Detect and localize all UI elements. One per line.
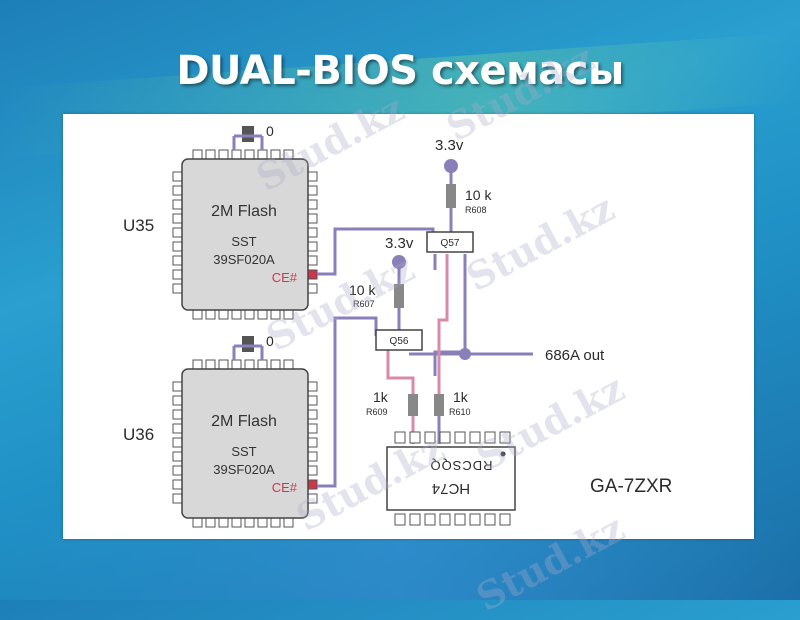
resistor-ref: R609 xyxy=(366,407,388,417)
chip-ce-label: CE# xyxy=(272,270,298,285)
chip-part: 39SF020A xyxy=(213,252,275,267)
supply-label: 3.3v xyxy=(435,137,464,154)
output-label: 686A out xyxy=(545,347,605,364)
chip-name: 2M Flash xyxy=(211,203,277,220)
chip-u36: 0 2M Flash SST 39SF020A CE# U36 xyxy=(123,333,318,528)
resistor-ref: R608 xyxy=(465,205,487,215)
chip-ref-u35: U35 xyxy=(123,216,154,235)
resistor-r608 xyxy=(446,184,456,208)
transistor-ref: Q56 xyxy=(390,336,409,347)
resistor-ref: R607 xyxy=(353,299,375,309)
transistor-q56 xyxy=(375,329,423,351)
logic-ic-pins: RDCSQQ xyxy=(429,458,492,473)
supply-node xyxy=(444,159,458,173)
chip-name: 2M Flash xyxy=(211,413,277,430)
resistor-value: 1k xyxy=(373,389,389,405)
logic-ic-hc74: HC74 RDCSQQ xyxy=(386,431,516,526)
resistor-value: 1k xyxy=(453,389,469,405)
chip-pin-top-label: 0 xyxy=(266,123,274,139)
resistor-value: 10 k xyxy=(349,282,376,298)
resistor-ref: R610 xyxy=(449,407,471,417)
ce-pin-u36 xyxy=(307,479,318,490)
resistor-r609 xyxy=(408,394,418,416)
transistor-q57 xyxy=(426,231,474,253)
junction-dot xyxy=(459,348,471,360)
ce-pin-u35 xyxy=(307,269,318,280)
resistor-r607 xyxy=(394,284,404,308)
board-label: GA-7ZXR xyxy=(590,476,672,497)
supply-label: 3.3v xyxy=(385,235,414,252)
chip-ref-u36: U36 xyxy=(123,425,154,444)
slide-title: DUAL-BIOS схемасы xyxy=(176,48,624,94)
supply-node xyxy=(392,255,406,269)
schematic-panel: 0 2M Flash SST 39SF020A CE# U35 0 2M F xyxy=(63,114,754,539)
chip-maker: SST xyxy=(231,234,256,249)
chip-pin-top-label: 0 xyxy=(266,333,274,349)
chip-ce-label: CE# xyxy=(272,480,298,495)
chip-maker: SST xyxy=(231,444,256,459)
chip-u35: 0 2M Flash SST 39SF020A CE# U35 xyxy=(123,123,318,320)
transistor-ref: Q57 xyxy=(441,238,460,249)
resistor-value: 10 k xyxy=(465,187,492,203)
schematic-svg: 0 2M Flash SST 39SF020A CE# U35 0 2M F xyxy=(123,123,672,528)
resistor-r610 xyxy=(434,394,444,416)
logic-ic-name: HC74 xyxy=(432,480,470,497)
chip-part: 39SF020A xyxy=(213,462,275,477)
